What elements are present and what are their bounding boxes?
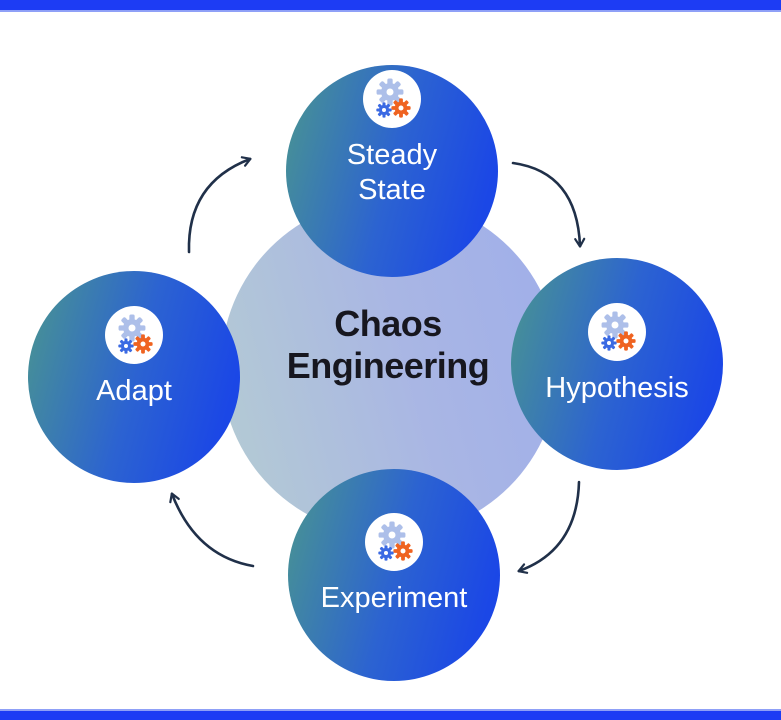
arrow-experiment-to-adapt (169, 492, 255, 568)
gears-icon (363, 70, 421, 129)
arrow-steady-state-to-hypothesis (511, 161, 586, 248)
diagram-title: Chaos Engineering (286, 303, 490, 386)
node-adapt: Adapt (28, 271, 240, 483)
node-label: Experiment (320, 581, 468, 614)
node-steady-state: Steady State (286, 65, 498, 277)
gears-icon (105, 305, 163, 364)
bottom-border-bar (0, 709, 781, 720)
top-border-bar (0, 0, 781, 12)
node-label: Hypothesis (545, 371, 689, 404)
node-experiment: Experiment (288, 469, 500, 681)
arrow-adapt-to-steady-state (187, 156, 252, 254)
gears-icon (365, 512, 423, 571)
arrow-hypothesis-to-experiment (517, 480, 581, 574)
node-hypothesis: Hypothesis (511, 258, 723, 470)
node-label: Adapt (96, 374, 172, 407)
gears-icon (588, 302, 646, 361)
node-label: Steady State (346, 139, 438, 206)
